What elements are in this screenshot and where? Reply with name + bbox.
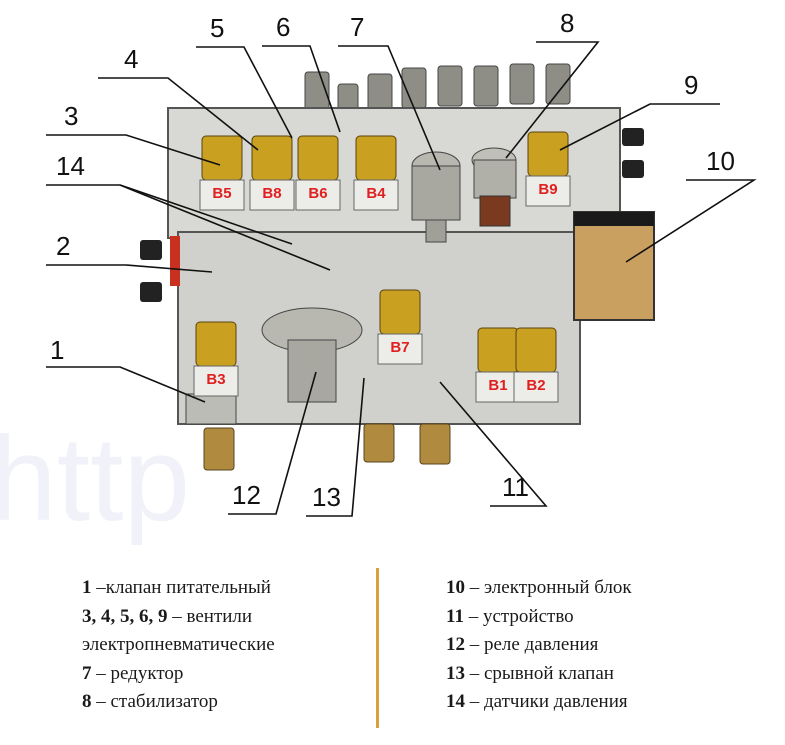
valve-coil — [297, 135, 339, 181]
callout-13: 13 — [312, 482, 341, 512]
legend-divider — [376, 568, 379, 728]
callout-3: 3 — [64, 101, 78, 131]
legend-item-8: 8 – стабилизатор — [82, 691, 218, 713]
top-connectors — [304, 63, 571, 115]
solenoid-valve: В7 — [377, 289, 423, 365]
valve-label: В8 — [262, 185, 281, 202]
solenoid-valve: В1 — [475, 327, 521, 403]
reducer — [411, 151, 461, 243]
valve-base — [295, 179, 341, 211]
legend-item-10: 10 – электронный блок — [446, 577, 632, 598]
legend-item-valves-cont: электропневматические — [82, 634, 275, 656]
legend-left-column: 1 –клапан питательный 3, 4, 5, 6, 9 – ве… — [82, 574, 275, 717]
callout-6: 6 — [276, 12, 290, 42]
valve-coil — [379, 289, 421, 335]
callout-14: 14 — [56, 151, 85, 181]
valve-base — [377, 333, 423, 365]
valve-base — [249, 179, 295, 211]
legend-item-11: 11 – устройство — [446, 605, 574, 627]
valve-coil — [527, 131, 569, 177]
callout-4: 4 — [124, 44, 138, 74]
side-connectors — [140, 128, 644, 302]
solenoid-valve: В5 — [199, 135, 245, 211]
legend-item-valves: 3, 4, 5, 6, 9 – вентили — [82, 605, 253, 627]
valve-base — [513, 371, 559, 403]
solenoid-valve: В8 — [249, 135, 295, 211]
pressure-relay — [261, 307, 363, 403]
callout-12: 12 — [232, 480, 261, 510]
callout-5: 5 — [210, 13, 224, 43]
callout-numbers: 1 2 3 4 5 6 7 8 9 10 11 12 13 14 — [50, 8, 735, 512]
valve-base — [199, 179, 245, 211]
electronic-block — [573, 211, 655, 321]
valve-label: В2 — [526, 377, 545, 394]
valve-base — [193, 365, 239, 397]
feed-valve — [185, 393, 237, 425]
valve-label: В3 — [206, 371, 225, 388]
callout-2: 2 — [56, 231, 70, 261]
valve-coil — [477, 327, 519, 373]
valve-label: В4 — [366, 185, 386, 202]
valve-coil — [251, 135, 293, 181]
legend-item-1: 1 –клапан питательный — [82, 577, 271, 598]
solenoid-valve: В3 — [193, 321, 239, 397]
callout-1: 1 — [50, 335, 64, 365]
valve-label: В1 — [488, 377, 507, 394]
solenoid-valve: В4 — [353, 135, 399, 211]
legend-right-column: 10 – электронный блок 11 – устройство 12… — [446, 574, 632, 717]
valve-label: В7 — [390, 339, 409, 356]
callout-9: 9 — [684, 70, 698, 100]
valve-coil — [201, 135, 243, 181]
valve-base — [353, 179, 399, 211]
valve-coil — [355, 135, 397, 181]
valve-label: В9 — [538, 181, 557, 198]
callout-lines — [46, 41, 757, 517]
bottom-fittings — [203, 423, 451, 471]
valve-coil — [515, 327, 557, 373]
legend-item-13: 13 – срывной клапан — [446, 662, 614, 684]
callout-7: 7 — [350, 12, 364, 42]
watermark: http — [0, 412, 190, 546]
legend-item-12: 12 – реле давления — [446, 634, 599, 656]
valve-base — [525, 175, 571, 207]
solenoid-valve: В2 — [513, 327, 559, 403]
callout-11: 11 — [502, 472, 529, 502]
stabilizer — [471, 147, 517, 227]
pneumatic-panel-diagram: http — [0, 8, 757, 546]
valve-label: В5 — [212, 185, 231, 202]
solenoid-valve: В6 — [295, 135, 341, 211]
legend-item-7: 7 – редуктор — [82, 662, 184, 684]
legend: 1 –клапан питательный 3, 4, 5, 6, 9 – ве… — [0, 560, 785, 745]
valve-coil — [195, 321, 237, 367]
callout-8: 8 — [560, 8, 574, 38]
legend-item-14: 14 – датчики давления — [446, 691, 628, 713]
valve-label: В6 — [308, 185, 327, 202]
solenoid-valve: В9 — [525, 131, 571, 207]
callout-10: 10 — [706, 146, 735, 176]
